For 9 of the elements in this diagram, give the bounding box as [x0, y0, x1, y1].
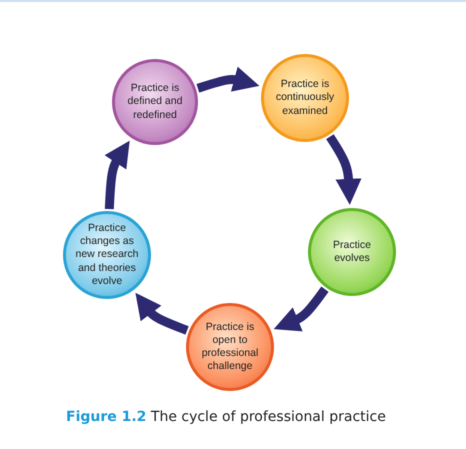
- arrow: [326, 134, 362, 205]
- node-label: Practice is open to professional challenge: [200, 320, 260, 374]
- node-label: Practice changes as new research and theories evolve: [75, 222, 139, 288]
- figure-caption: Figure 1.2 The cycle of professional practice: [66, 409, 386, 425]
- arrow: [196, 66, 260, 93]
- node-label: Practice is continuously examined: [274, 78, 336, 118]
- node-label: Practice evolves: [332, 238, 372, 266]
- node-label: Practice is defined and redefined: [126, 82, 184, 122]
- arrow: [104, 140, 130, 210]
